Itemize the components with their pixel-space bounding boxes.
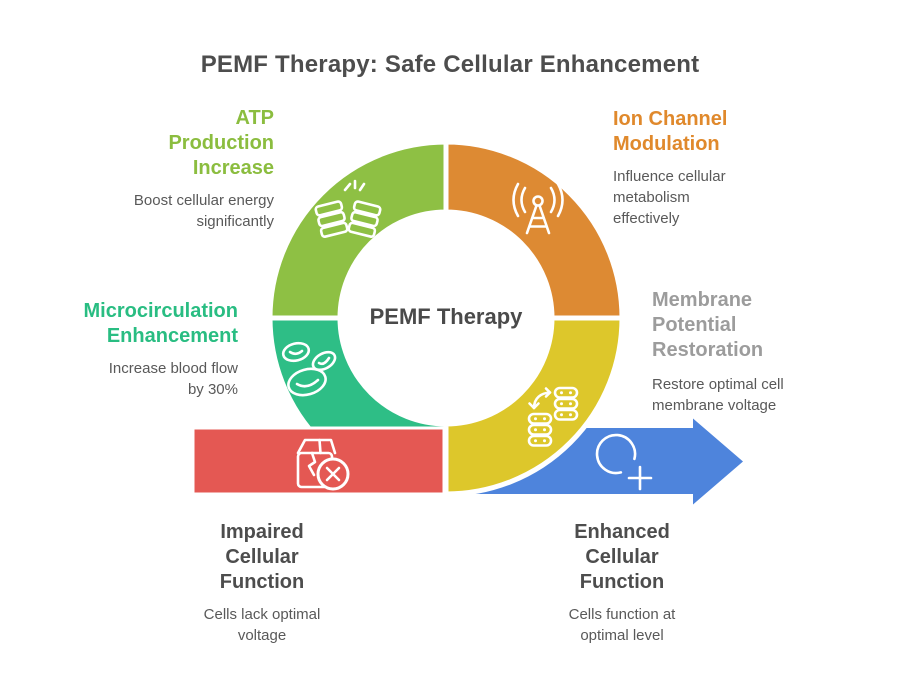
heading-line: Cellular <box>585 546 659 568</box>
desc-line: metabolism <box>613 189 690 206</box>
desc-line: effectively <box>613 210 680 227</box>
label-ion-channel-modulation: Ion Channel Modulation Influence cellula… <box>613 107 823 229</box>
heading-line: Enhanced <box>574 521 670 543</box>
donut-center-label: PEMF Therapy <box>369 304 523 329</box>
desc-line: by 30% <box>187 381 238 398</box>
heading-line: Potential <box>652 314 737 336</box>
heading-line: Membrane <box>652 289 753 311</box>
desc-line: significantly <box>196 213 274 230</box>
desc-line: optimal level <box>580 627 664 644</box>
desc-line: Increase blood flow <box>108 360 238 377</box>
impaired-band <box>191 426 446 496</box>
desc-line: Influence cellular <box>613 168 726 185</box>
desc-line: Restore optimal cell <box>652 376 784 393</box>
heading-line: Restoration <box>652 339 764 361</box>
heading-line: Function <box>219 571 305 593</box>
desc-line: voltage <box>237 627 287 644</box>
label-atp-production-increase: ATP Production Increase Boost cellular e… <box>74 106 274 232</box>
heading-line: Impaired <box>220 521 304 543</box>
segment-ion-channel <box>443 139 625 321</box>
heading-line: Function <box>579 571 665 593</box>
heading-line: Microcirculation <box>83 300 238 322</box>
desc-line: Boost cellular energy <box>133 192 274 209</box>
label-microcirculation-enhancement: Microcirculation Enhancement Increase bl… <box>38 299 238 400</box>
page-title: PEMF Therapy: Safe Cellular Enhancement <box>200 51 700 78</box>
heading-line: Modulation <box>613 133 720 155</box>
label-impaired-cellular-function: Impaired Cellular Function Cells lack op… <box>162 520 362 646</box>
ion-exchange-icon <box>527 386 579 447</box>
label-membrane-potential-restoration: Membrane Potential Restoration Restore o… <box>652 288 862 416</box>
heading-line: Production <box>168 132 274 154</box>
heading-line: Ion Channel <box>613 108 728 130</box>
atp-energy-icon <box>314 179 382 238</box>
damaged-cell-icon <box>296 438 350 491</box>
radio-antenna-icon <box>512 182 564 235</box>
desc-line: membrane voltage <box>652 397 777 414</box>
desc-line: Cells lack optimal <box>203 606 321 623</box>
heading-line: Cellular <box>225 546 299 568</box>
label-enhanced-cellular-function: Enhanced Cellular Function Cells functio… <box>522 520 722 646</box>
blood-cells-icon <box>281 341 337 397</box>
desc-line: Cells function at <box>568 606 676 623</box>
heading-line: ATP <box>235 107 274 129</box>
new-cell-plus-icon <box>595 433 653 491</box>
heading-line: Enhancement <box>106 325 238 347</box>
heading-line: Increase <box>192 157 274 179</box>
segment-atp <box>267 139 449 321</box>
